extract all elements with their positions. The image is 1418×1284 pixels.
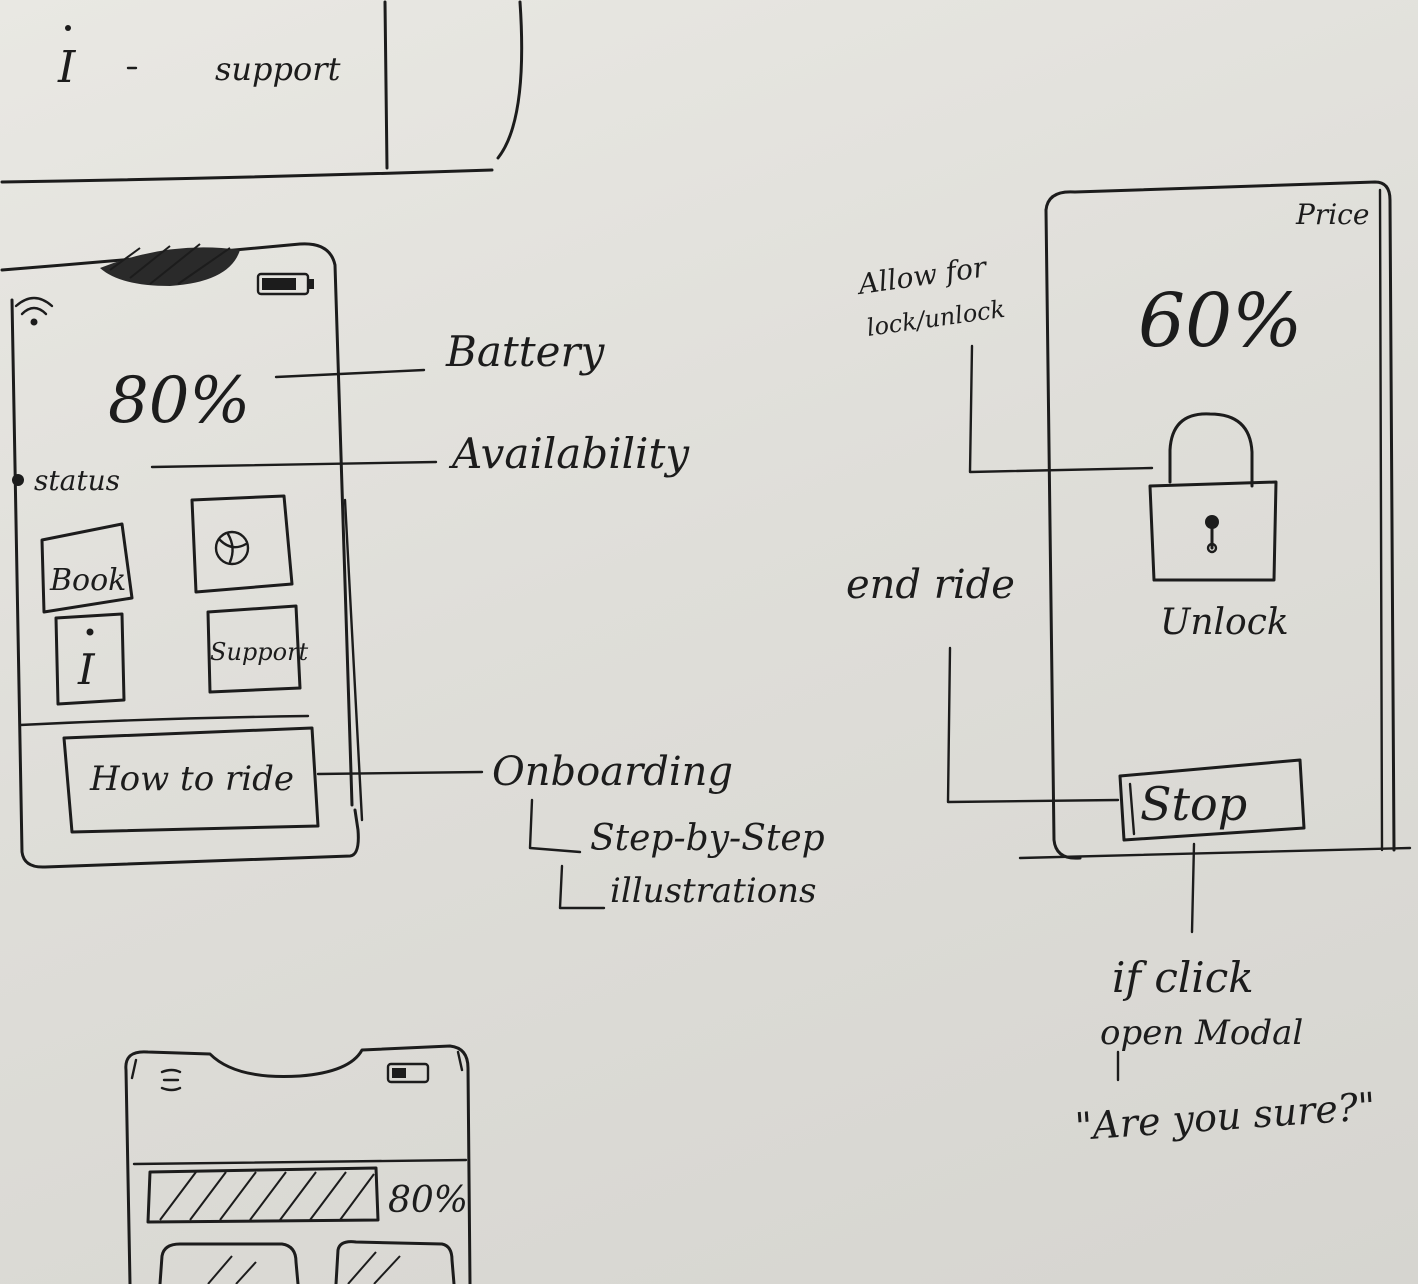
support-button-label: Support — [210, 638, 309, 666]
how-to-ride-label: How to ride — [89, 759, 294, 799]
annotation-end-ride: end ride — [846, 562, 1015, 608]
phone2-battery-value: 60% — [1138, 278, 1302, 364]
annotation-open-modal: open Modal — [1100, 1013, 1303, 1053]
phone1-status-dot — [12, 474, 24, 486]
phone3-battery-bar: 80% — [146, 1166, 468, 1224]
lock-icon — [1148, 480, 1278, 582]
annotation-availability: Availability — [448, 429, 690, 478]
availability-leader-line — [150, 460, 438, 469]
support-button[interactable]: Support — [206, 604, 309, 694]
lock-leader-line — [968, 344, 1154, 474]
annotation-battery: Battery — [445, 327, 606, 376]
top-info-dot — [65, 25, 71, 31]
stop-leader-line — [946, 646, 1120, 804]
info-icon-dot — [86, 628, 94, 636]
annotation-if-click: if click — [1112, 953, 1254, 1002]
phone1-notch — [100, 243, 240, 286]
phone3-menu-icon[interactable] — [160, 1068, 182, 1092]
phone3-tile-left[interactable] — [158, 1242, 300, 1284]
book-button-label: Book — [49, 563, 126, 598]
stop-button-label: Stop — [1140, 777, 1247, 831]
phone2-annotations: Allow for lock/unlock end ride if click … — [846, 250, 1377, 1149]
phone1-annotations: Battery Availability Onboarding Step-by-… — [150, 327, 825, 911]
phone1-battery-icon — [256, 272, 314, 296]
onboarding-leader-line — [316, 770, 484, 776]
phone3-battery-value: 80% — [388, 1180, 468, 1221]
top-info-glyph: I — [57, 42, 77, 93]
top-support-label: support — [215, 50, 341, 88]
annotation-illustrations: illustrations — [610, 871, 817, 911]
phone3-wireframe: 80% — [124, 1044, 472, 1284]
phone1-wifi-icon — [14, 296, 54, 326]
globe-icon — [214, 530, 250, 566]
info-button[interactable]: I — [54, 612, 126, 706]
info-button-label: I — [77, 645, 96, 694]
lock-shackle — [1168, 412, 1254, 488]
unlock-label: Unlock — [1160, 602, 1289, 643]
phone2-price-label: Price — [1295, 198, 1369, 231]
unlock-control[interactable]: Unlock — [1148, 412, 1289, 643]
book-button[interactable]: Book — [40, 522, 134, 614]
battery-leader-line — [274, 368, 426, 379]
annotation-step-by-step: Step-by-Step — [590, 818, 825, 859]
annotation-onboarding: Onboarding — [492, 749, 733, 795]
phone3-tile-right[interactable] — [334, 1240, 456, 1284]
phone1-wireframe: 80% status Book I Support — [0, 242, 364, 869]
modal-leader-line — [1190, 842, 1196, 934]
annotation-are-you-sure: "Are you sure?" — [1074, 1084, 1377, 1149]
top-fragment: I support — [0, 0, 524, 184]
annotation-allow-line2: lock/unlock — [865, 295, 1007, 342]
phone3-battery-icon — [386, 1062, 430, 1084]
phone1-battery-value: 80% — [108, 364, 250, 438]
stop-button[interactable]: Stop — [1118, 758, 1306, 842]
annotation-allow-line1: Allow for — [853, 250, 989, 301]
phone1-status-label: status — [34, 464, 120, 497]
how-to-ride-button[interactable]: How to ride — [62, 726, 320, 834]
globe-button[interactable] — [190, 494, 294, 594]
phone2-wireframe: Price 60% Unlock Stop — [1018, 180, 1412, 860]
